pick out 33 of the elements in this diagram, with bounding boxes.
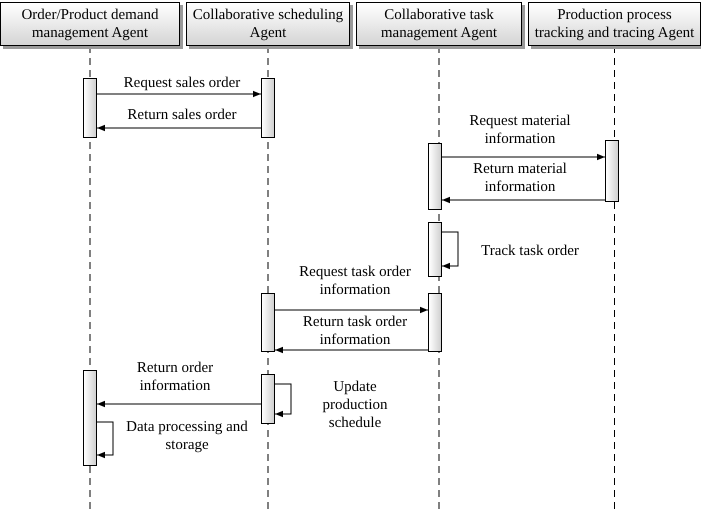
message-label: Track task order [480, 242, 580, 260]
activation-bar [261, 374, 275, 424]
message-label: Data processing and storage [125, 418, 249, 454]
message-label: Return task order information [302, 313, 408, 349]
activation-bar [428, 222, 442, 277]
message-arrow [96, 124, 262, 132]
activation-bar [261, 293, 275, 352]
message-label: Request sales order [122, 74, 242, 92]
message-label: Return material information [472, 160, 568, 196]
message-arrow [274, 306, 428, 314]
message-arrow [96, 90, 262, 98]
lifeline-header: Production process tracking and tracing Agent [528, 2, 701, 46]
lifeline-header: Order/Product demand management Agent [0, 2, 180, 46]
message-arrow [274, 346, 428, 354]
message-label: Update production schedule [322, 378, 388, 432]
lifeline-header: Collaborative scheduling Agent [186, 2, 350, 46]
message-arrow [442, 196, 606, 204]
activation-bar [83, 370, 97, 466]
lifeline-header: Collaborative task management Agent [356, 2, 522, 46]
message-arrow [96, 422, 114, 458]
message-arrow [96, 400, 262, 408]
message-label: Request task order information [298, 263, 412, 299]
message-label: Request material information [468, 112, 572, 148]
message-arrow [274, 384, 292, 418]
message-arrow [442, 154, 606, 160]
message-arrow [442, 232, 458, 270]
message-label: Return order information [136, 359, 214, 395]
activation-bar [428, 293, 442, 352]
message-label: Return sales order [126, 106, 238, 124]
activation-bar [428, 143, 442, 210]
activation-bar [261, 78, 275, 138]
activation-bar [605, 140, 619, 202]
activation-bar [83, 78, 97, 138]
